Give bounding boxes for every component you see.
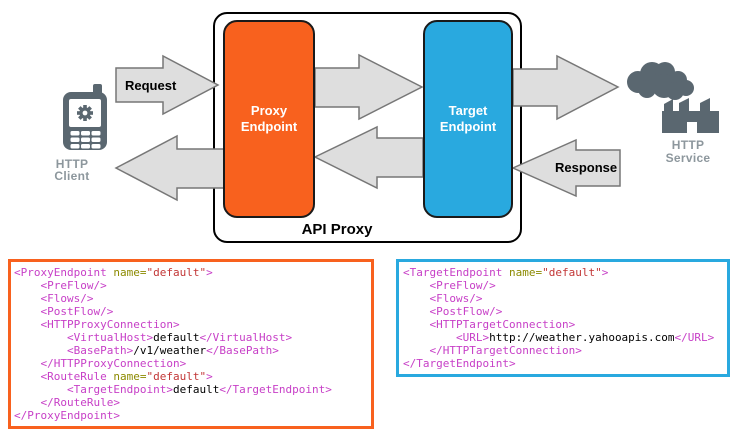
http-service-label: HTTP Service [648, 139, 728, 164]
http-client-label-line1: HTTP [55, 157, 89, 171]
code-line: <PostFlow/> [429, 305, 503, 318]
factory-cloud-icon [627, 62, 719, 133]
code-line: </ProxyEndpoint> [14, 409, 120, 422]
target-endpoint-label-line2: Endpoint [439, 119, 497, 134]
proxy-endpoint-label-line1: Proxy [250, 103, 288, 118]
code-line: <URL>http://weather.yahooapis.com</URL> [455, 331, 715, 344]
code-line: <HTTPProxyConnection> [40, 318, 180, 331]
code-line: </HTTPTargetConnection> [429, 344, 582, 357]
code-line: <PreFlow/> [429, 279, 496, 292]
code-line: </RouteRule> [40, 396, 120, 409]
code-line: <HTTPTargetConnection> [429, 318, 576, 331]
request-label: Request [125, 78, 177, 93]
target-endpoint-label-line1: Target [448, 103, 488, 118]
api-proxy-label: API Proxy [301, 221, 373, 238]
mobile-phone-icon [63, 84, 107, 150]
proxy-endpoint-box: Proxy Endpoint [223, 20, 315, 218]
target-endpoint-code-block: <TargetEndpoint name="default"> <PreFlow… [396, 259, 730, 377]
code-line: <PreFlow/> [40, 279, 107, 292]
http-service-label-line1: HTTP [671, 138, 705, 152]
code-line: <TargetEndpoint>default</TargetEndpoint> [66, 383, 332, 396]
http-client-label: HTTP Client [32, 158, 112, 182]
target-endpoint-box: Target Endpoint [423, 20, 513, 218]
code-line: <BasePath>/v1/weather</BasePath> [66, 344, 279, 357]
code-line: <RouteRule name="default"> [40, 370, 213, 383]
http-client-label-line2: Client [54, 169, 90, 183]
code-line: <PostFlow/> [40, 305, 114, 318]
code-line: </TargetEndpoint> [403, 357, 516, 370]
phone-keypad [70, 131, 101, 149]
proxy-endpoint-code-block: <ProxyEndpoint name="default"> <PreFlow/… [8, 259, 374, 429]
http-service-label-line2: Service [665, 150, 711, 165]
code-line: <ProxyEndpoint name="default"> [14, 266, 213, 279]
gear-icon [77, 105, 93, 121]
code-line: <Flows/> [40, 292, 94, 305]
proxy-to-client-arrow [114, 134, 228, 202]
target-to-service-arrow [512, 54, 620, 121]
code-line: <Flows/> [429, 292, 483, 305]
factory-door [687, 122, 697, 133]
code-line: </HTTPProxyConnection> [40, 357, 187, 370]
cloud-icon [627, 62, 694, 100]
response-label: Response [555, 160, 618, 175]
code-line: <TargetEndpoint name="default"> [403, 266, 609, 279]
proxy-endpoint-label-line2: Endpoint [240, 119, 298, 134]
code-line: <VirtualHost>default</VirtualHost> [66, 331, 293, 344]
